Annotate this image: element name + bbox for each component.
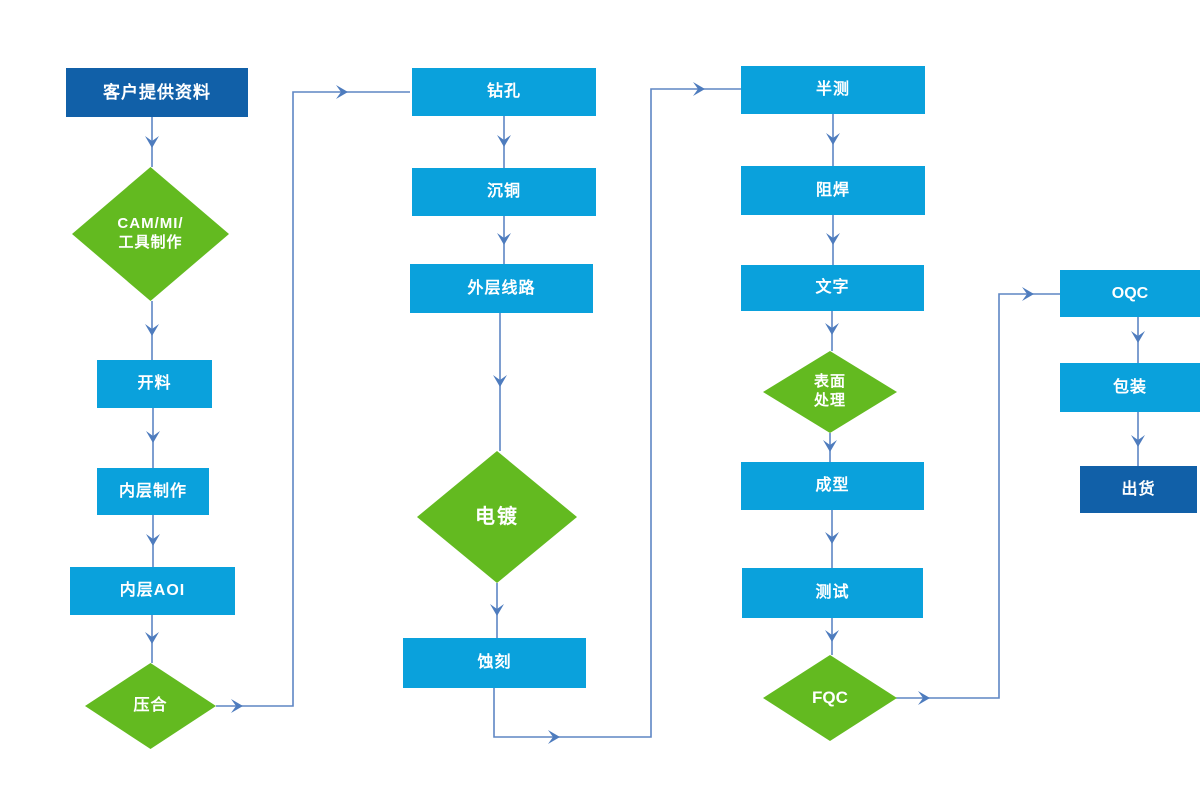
- node-label-line1: 表面: [813, 373, 846, 391]
- node-label: 半测: [815, 81, 850, 98]
- node-cutting: 开料: [97, 360, 212, 408]
- node-label: 文字: [815, 279, 850, 296]
- node-label: FQC: [812, 688, 848, 708]
- node-label: 内层AOI: [119, 582, 186, 599]
- node-label-line2: 处理: [813, 392, 846, 409]
- node-label: 沉铜: [486, 183, 521, 200]
- node-label: 内层制作: [118, 482, 187, 500]
- node-oqc: OQC: [1060, 270, 1200, 317]
- node-inner-layer-making: 内层制作: [97, 468, 209, 515]
- node-label: 蚀刻: [477, 654, 512, 671]
- node-label-line1: CAM/MI/: [117, 215, 184, 233]
- node-label: 客户提供资料: [103, 82, 211, 102]
- node-label: 电镀: [475, 505, 519, 528]
- node-testing: 测试: [742, 568, 923, 618]
- arrowhead-icons: [145, 82, 1145, 744]
- node-label: OQC: [1111, 284, 1149, 302]
- node-packing: 包装: [1060, 363, 1200, 412]
- node-label: 阻焊: [815, 181, 850, 199]
- connector-lines: [151, 88, 1139, 738]
- node-outer-layer-circuit: 外层线路: [410, 264, 593, 313]
- node-customer-data: 客户提供资料: [66, 68, 248, 117]
- node-solder-mask: 阻焊: [741, 166, 925, 215]
- node-half-test: 半测: [741, 66, 925, 114]
- node-shipping: 出货: [1080, 466, 1197, 513]
- node-label: 出货: [1121, 480, 1156, 498]
- node-inner-layer-aoi: 内层AOI: [70, 567, 235, 615]
- node-drilling: 钻孔: [412, 68, 596, 116]
- node-label: 外层线路: [467, 279, 536, 297]
- node-label: 压合: [133, 697, 168, 714]
- node-label: 测试: [815, 584, 850, 601]
- node-etching: 蚀刻: [403, 638, 586, 688]
- node-label: 钻孔: [486, 83, 521, 100]
- node-label-line2: 工具制作: [118, 234, 183, 251]
- node-label: 包装: [1112, 378, 1147, 396]
- node-label: 开料: [137, 375, 172, 392]
- node-copper-deposition: 沉铜: [412, 168, 596, 216]
- node-label: 成型: [815, 477, 850, 494]
- node-forming: 成型: [741, 462, 924, 510]
- node-silkscreen-text: 文字: [741, 265, 924, 311]
